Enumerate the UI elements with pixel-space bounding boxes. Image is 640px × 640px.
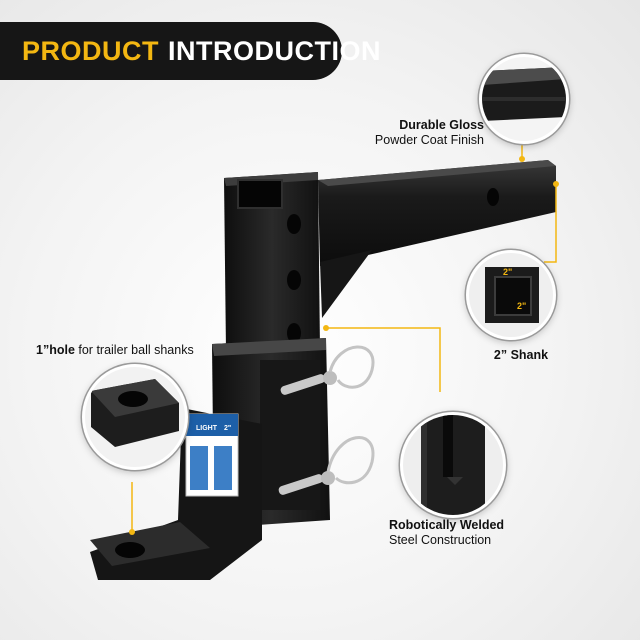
finish-subtitle: Powder Coat Finish [374, 133, 484, 147]
label-size: 2" [224, 425, 231, 432]
banner-word-introduction: INTRODUCTION [168, 35, 381, 66]
shank-label: 2” Shank [481, 348, 561, 363]
hole-subtitle: for trailer ball shanks [74, 343, 194, 357]
weld-title: Robotically Welded [389, 518, 505, 532]
hole-label: 1”hole for trailer ball shanks [36, 343, 236, 358]
weld-label: Robotically Welded Steel Construction [389, 518, 529, 548]
product-introduction-banner: PRODUCT INTRODUCTION [0, 22, 380, 80]
weld-closeup-callout [400, 412, 506, 518]
shank-closeup-callout: 2" 2" [466, 250, 556, 340]
banner-word-product: PRODUCT [22, 35, 159, 66]
product-label-sticker [185, 413, 239, 497]
shank-arm [318, 160, 556, 318]
shank-dim-side: 2" [517, 301, 526, 311]
finish-closeup-callout [479, 54, 569, 144]
drop-shank [224, 172, 320, 352]
leader-dots [129, 156, 559, 535]
shank-dim-top: 2" [503, 267, 512, 277]
finish-title: Durable Gloss [399, 118, 484, 132]
shank-title: 2” Shank [493, 348, 549, 362]
label-brand: LIGHT [196, 425, 218, 432]
finish-label: Durable Gloss Powder Coat Finish [374, 118, 484, 148]
hitch-pins [278, 345, 375, 495]
weld-subtitle: Steel Construction [389, 533, 492, 547]
hole-closeup-callout [82, 364, 188, 470]
hole-title: 1”hole [36, 343, 75, 357]
